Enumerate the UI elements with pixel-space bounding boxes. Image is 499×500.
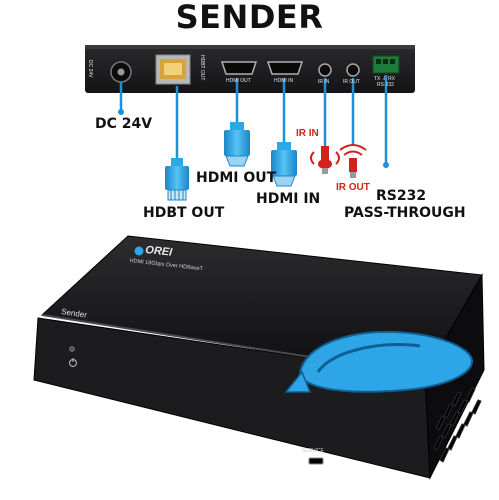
callout-rs232: RS232 (376, 188, 427, 204)
device-body (33, 235, 485, 480)
blue-swoosh (284, 330, 474, 393)
callout-hdmi-out: HDMI OUT (196, 170, 277, 186)
panel-ir-out-label: IR OUT (343, 79, 360, 85)
page-title: SENDER (175, 0, 324, 36)
callout-hdmi-in: HDMI IN (256, 191, 321, 207)
callout-pass-through: PASS-THROUGH (344, 205, 466, 221)
panel-hdmi-out-label: HDMI OUT (226, 78, 251, 84)
panel-hdmi-in-label: HDMI IN (274, 78, 294, 84)
ir-out-jack (346, 63, 360, 77)
callout-hdbt-out: HDBT OUT (143, 205, 225, 221)
ir-in-jack (318, 63, 332, 77)
panel-rs232-label: RS-232 (377, 82, 394, 88)
callout-ir-in: IR IN (296, 128, 319, 139)
ir-emitter-icon (339, 144, 367, 178)
hdmi-out-port (220, 61, 258, 75)
panel-rs232-pins: TX ⏚ RX (374, 76, 396, 82)
rs232-terminal (372, 55, 400, 74)
callout-ir-out: IR OUT (336, 182, 370, 193)
service-label: SERVICE (302, 448, 324, 454)
dc-jack (110, 61, 132, 83)
panel-hdbt-label: HDBT OUT (199, 55, 205, 81)
callout-dc-24v: DC 24V (95, 116, 153, 132)
ir-receiver-icon (310, 146, 340, 174)
power-button-icon (68, 346, 78, 368)
callout-lines (119, 75, 388, 165)
hdmi-in-port (266, 61, 304, 75)
orei-logo-icon (134, 246, 144, 256)
hdbt-cable-icon (165, 158, 189, 201)
panel-dc-label: DC 24V (87, 60, 93, 78)
hdmi-out-cable-icon (224, 122, 250, 167)
hdmi-in-cable-icon (271, 142, 297, 187)
side-vents (433, 387, 482, 463)
panel-ir-in-label: IR IN (318, 79, 330, 85)
rj45-port (155, 54, 191, 85)
service-usb-port (308, 457, 324, 465)
